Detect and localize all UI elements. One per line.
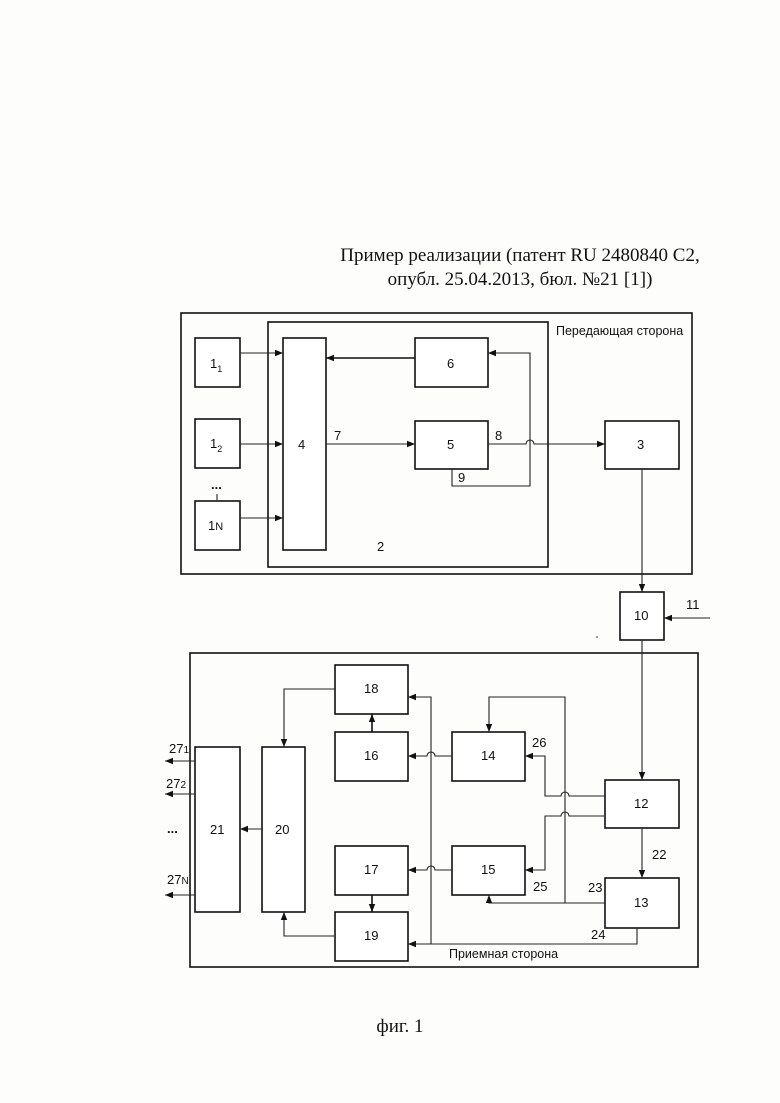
- block-4-label: 4: [298, 437, 305, 452]
- signal-22-label: 22: [652, 847, 666, 862]
- block-3-label: 3: [637, 437, 644, 452]
- signal-7-label: 7: [334, 428, 341, 443]
- wire-15-to-17: [408, 866, 452, 870]
- block-15-label: 15: [481, 862, 495, 877]
- block-14-label: 14: [481, 748, 495, 763]
- block-1-N-label: 1N: [208, 518, 223, 533]
- block-17-label: 17: [364, 862, 378, 877]
- block-12-label: 12: [634, 796, 648, 811]
- block-1-1: [195, 338, 240, 387]
- wire-5-to-3: [488, 440, 605, 444]
- signal-26-label: 26: [532, 735, 546, 750]
- block-16-label: 16: [364, 748, 378, 763]
- speck-mark: [596, 636, 598, 638]
- wire-18-to-20: [284, 689, 335, 747]
- block-13-label: 13: [634, 895, 648, 910]
- signal-24-label: 24: [591, 927, 605, 942]
- wire-13-to-18: [408, 697, 431, 944]
- signal-11-label: 11: [686, 597, 700, 612]
- block-5-label: 5: [447, 437, 454, 452]
- block-10-label: 10: [634, 608, 648, 623]
- figure-caption: фиг. 1: [340, 1016, 460, 1038]
- output-27-2-label: 272: [166, 776, 186, 791]
- block-19-label: 19: [364, 928, 378, 943]
- block-21-label: 21: [210, 822, 224, 837]
- output-27-1-label: 271: [169, 741, 189, 756]
- wire-13-to-15: [489, 895, 565, 903]
- inputs-ellipsis: ...: [211, 477, 222, 492]
- block-2-label: 2: [377, 539, 384, 554]
- block-6-label: 6: [447, 356, 454, 371]
- signal-25-label: 25: [533, 879, 547, 894]
- signal-8-label: 8: [495, 428, 502, 443]
- wire-14-to-16: [408, 752, 452, 756]
- block-18-label: 18: [364, 681, 378, 696]
- wire-19-to-20: [284, 912, 335, 936]
- output-27-N-label: 27N: [167, 872, 189, 887]
- signal-9-label: 9: [458, 470, 465, 485]
- transmit-side-label: Передающая сторона: [556, 324, 683, 338]
- receive-side-label: Приемная сторона: [449, 947, 558, 961]
- outputs-ellipsis: ...: [167, 821, 178, 836]
- signal-23-label: 23: [588, 880, 602, 895]
- block-20-label: 20: [275, 822, 289, 837]
